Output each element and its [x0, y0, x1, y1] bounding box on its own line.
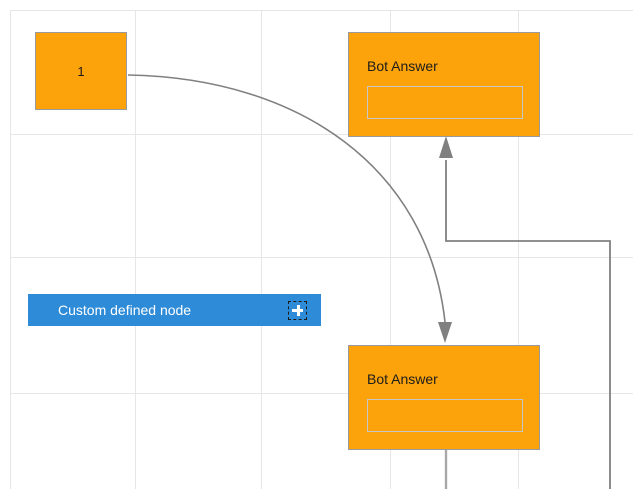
node-bot-answer-bottom[interactable]: Bot Answer: [348, 345, 540, 450]
custom-defined-node-bar[interactable]: Custom defined node: [28, 294, 321, 326]
node-start-label: 1: [77, 63, 85, 79]
arrowhead-into-bot-bottom: [438, 322, 452, 343]
node-start[interactable]: 1: [35, 32, 127, 110]
plus-icon[interactable]: [288, 300, 307, 320]
node-bot-answer-top[interactable]: Bot Answer: [348, 32, 540, 137]
node-title: Bot Answer: [367, 58, 438, 74]
node-title: Bot Answer: [367, 371, 438, 387]
arrowhead-into-bot-top: [439, 136, 453, 158]
bot-answer-slot[interactable]: [367, 86, 523, 119]
bot-answer-slot[interactable]: [367, 399, 523, 432]
custom-defined-node-label: Custom defined node: [58, 302, 192, 318]
